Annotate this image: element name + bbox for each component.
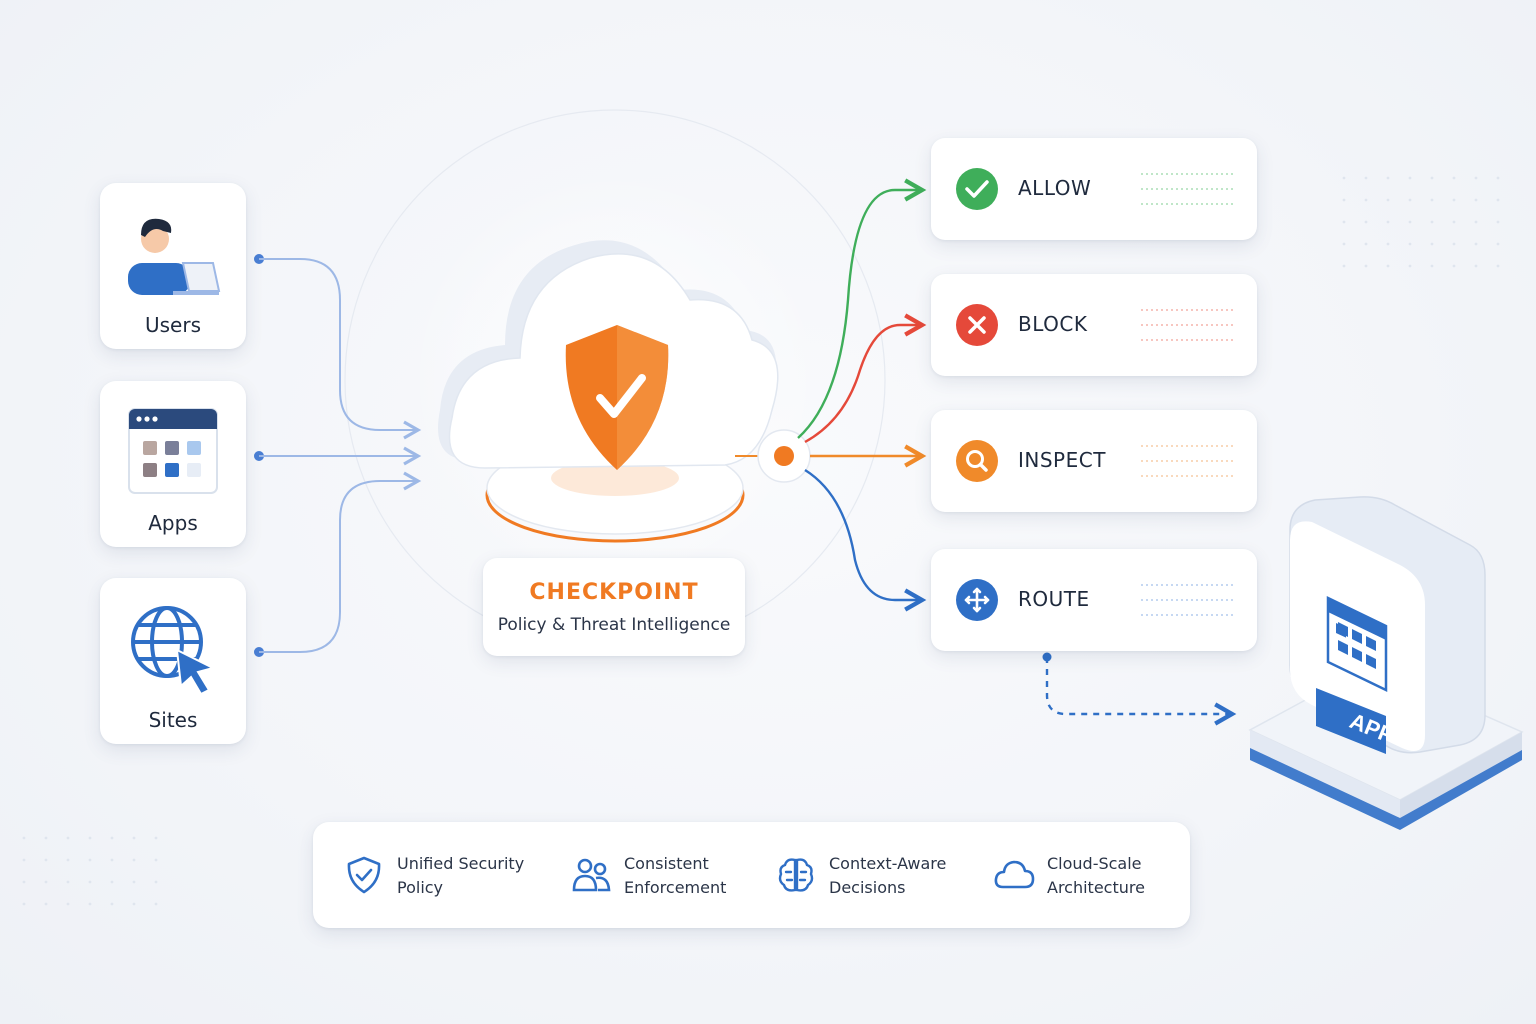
shield-icon: [347, 856, 381, 894]
source-label: Sites: [148, 708, 198, 732]
platform-glow: [551, 460, 679, 496]
action-connectors: [797, 178, 1237, 726]
checkpoint-card: CHECKPOINT Policy & Threat Intelligence: [483, 558, 745, 656]
source-card-sites[interactable]: Sites: [100, 578, 246, 744]
source-label: Users: [144, 313, 201, 337]
feature-line2: Decisions: [829, 878, 906, 897]
check-circle-icon: [956, 168, 998, 210]
source-card-apps[interactable]: Apps: [100, 381, 246, 547]
globe-cursor-icon: [131, 606, 216, 696]
decision-hub: [735, 429, 811, 483]
action-label: ROUTE: [1018, 587, 1090, 611]
brain-icon: [778, 858, 814, 892]
feature-line1: Cloud-Scale: [1047, 854, 1142, 873]
action-card-allow[interactable]: ALLOW: [931, 138, 1257, 240]
feature-line1: Unified Security: [397, 854, 525, 873]
action-label: ALLOW: [1018, 176, 1092, 200]
action-card-block[interactable]: BLOCK: [931, 274, 1257, 376]
cloud-icon: [994, 860, 1035, 889]
feature-line1: Consistent: [624, 854, 709, 873]
feature-line1: Context-Aware: [829, 854, 947, 873]
allow-connector: [797, 178, 927, 439]
x-circle-icon: [956, 304, 998, 346]
user-laptop-icon: [128, 218, 221, 295]
checkpoint-subtitle: Policy & Threat Intelligence: [497, 615, 731, 635]
checkpoint-title: CHECKPOINT: [529, 580, 699, 605]
action-card-route[interactable]: ROUTE: [931, 549, 1257, 651]
route-connector: [804, 468, 927, 612]
feature-line2: Enforcement: [624, 878, 727, 897]
sites-connector: [259, 471, 422, 653]
users-connector: [259, 258, 422, 440]
app-server-icon: [1248, 496, 1524, 830]
block-connector: [804, 313, 927, 444]
route-to-app-connector: [1045, 657, 1237, 726]
allow-dots-decoration: [1141, 173, 1235, 205]
dot-grid-top-right: [1340, 165, 1515, 280]
action-card-inspect[interactable]: INSPECT: [931, 410, 1257, 512]
action-label: BLOCK: [1018, 312, 1088, 336]
users-icon: [572, 858, 611, 892]
block-dots-decoration: [1141, 309, 1235, 341]
route-dots-decoration: [1141, 584, 1235, 616]
cloud-checkpoint-illustration: [438, 240, 779, 543]
action-label: INSPECT: [1018, 448, 1106, 472]
search-circle-icon: [956, 440, 998, 482]
feature-line2: Policy: [397, 878, 444, 897]
source-label: Apps: [148, 511, 198, 535]
app-window-icon: [128, 408, 218, 494]
inspect-dots-decoration: [1141, 445, 1235, 477]
dot-grid-bottom-left: [20, 820, 170, 920]
source-card-users[interactable]: Users: [100, 183, 246, 349]
source-connectors: [254, 254, 422, 657]
route-arrows-icon: [956, 579, 998, 621]
feature-line2: Architecture: [1047, 878, 1145, 897]
feature-bar: Unified Security Policy Consistent Enfor…: [313, 822, 1190, 928]
